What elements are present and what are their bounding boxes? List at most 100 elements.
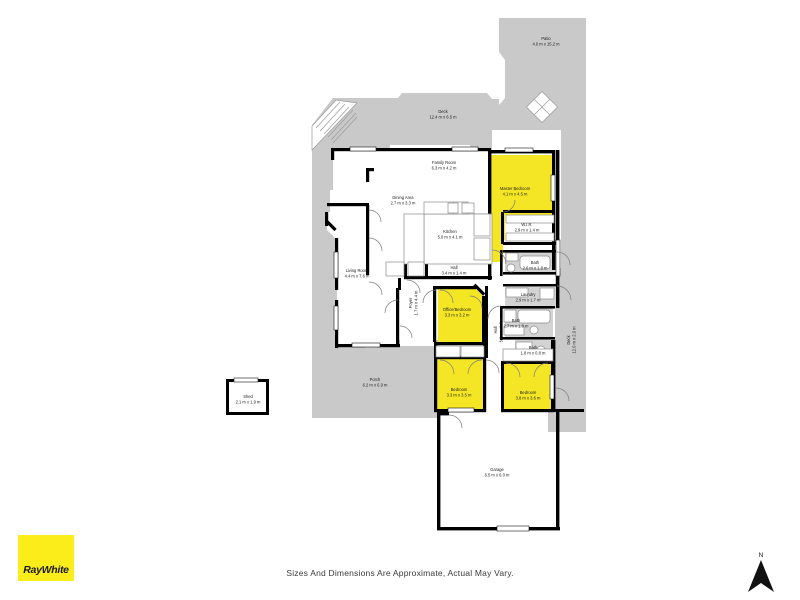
room-dimensions: 2.7 m x 3.3 m (391, 200, 416, 205)
wall-wir-left (501, 212, 504, 244)
door-hall-2 (422, 289, 437, 304)
door-ensuite (556, 251, 571, 266)
garage-floor (440, 435, 560, 530)
room-name: Hall (493, 326, 498, 333)
room-name: Shed (243, 394, 253, 399)
kitchen-fridge (473, 237, 491, 261)
room-dimensions: 12.0 m x 2.0 m (571, 326, 576, 354)
room-dimensions: 3.3 m x 3.2 m (445, 312, 470, 317)
room-name: Bath (512, 318, 521, 323)
window-living-left-2 (333, 305, 339, 331)
wall-foyer-right (433, 286, 437, 342)
room-dimensions: 4.0 m x 15.2 m (532, 41, 560, 46)
window-master-right (550, 174, 556, 202)
door-bed3-exit (555, 387, 570, 402)
wall-bath-ensuite-top (503, 250, 557, 253)
kitchen-upper-bench (423, 201, 469, 215)
wall-bed2-left (434, 342, 438, 412)
wall-bed3-top (501, 361, 554, 364)
wall-bed2-top (434, 356, 486, 360)
room-name: Patio (541, 36, 551, 41)
room-name: Porch (370, 377, 381, 382)
room-dimensions: 6.3 m x 4.2 m (432, 165, 457, 170)
wall-shed-top-left (226, 379, 234, 382)
window-bed3-right (549, 374, 555, 400)
room-name: Garage (490, 467, 504, 472)
room-dimensions: 3.8 m x 3.6 m (516, 395, 541, 400)
door-office-1 (439, 289, 454, 304)
room-name: Kitchen (443, 229, 457, 234)
wall-bath-main-bottom (501, 337, 555, 340)
office-bedroom-fill (438, 288, 484, 342)
window-master-top (504, 147, 534, 153)
wall-dining-bottom (327, 203, 369, 207)
wall-dining-jog-2 (366, 168, 374, 172)
room-dimensions: 2.7 m x 1.8 m (504, 323, 529, 328)
wall-shed-left (226, 379, 229, 415)
living-room-floor-b (337, 212, 397, 345)
deck-side-area (555, 268, 586, 432)
room-dimensions: 2.1 m x 1.9 m (236, 399, 261, 404)
fixtures-group (385, 201, 555, 362)
window-living-bottom (351, 342, 381, 348)
room-name: Bedroom (520, 390, 537, 395)
kitchen-bench-left (403, 213, 425, 265)
porch-area-lower (312, 340, 440, 418)
wall-outer-right-upper (556, 150, 560, 240)
room-dimensions: 12.4 m x 6.5 m (429, 114, 457, 119)
robe-wir-b (505, 232, 555, 242)
room-dimensions: 4.1 m x 4.5 m (503, 191, 528, 196)
door-master-1 (491, 249, 507, 265)
wall-outer-right-mid (556, 276, 560, 308)
robe-bed3 (502, 348, 554, 362)
room-label-wir: W.I.R.2.9 m x 1.4 m (515, 222, 540, 232)
north-arrow-icon (748, 560, 774, 592)
door-living-2 (368, 281, 383, 296)
laundry-tub (539, 287, 555, 300)
kitchen-cooktop (461, 202, 475, 214)
wall-family-left-upper (331, 148, 335, 160)
room-dimensions: 3.4 m x 1.4 m (442, 270, 467, 275)
room-dimensions: 6.5 m x 6.0 m (485, 472, 510, 477)
windows-group (233, 146, 561, 532)
hall-floor (404, 262, 509, 280)
wall-foyer-left (398, 278, 401, 290)
door-living-1 (368, 237, 383, 252)
room-name: Hall (450, 265, 457, 270)
wall-shed-right (266, 379, 269, 415)
wall-office-diag (473, 283, 486, 296)
door-bed3-2 (533, 362, 549, 378)
door-laundry (556, 285, 572, 301)
door-living-3 (384, 299, 399, 314)
room-name: Bath (529, 345, 538, 350)
master-bedroom-fill-b (490, 155, 554, 248)
door-bed2-1 (439, 359, 455, 375)
main-bath-vanity (503, 325, 525, 336)
window-family-1 (349, 146, 377, 152)
window-patio-right (555, 239, 561, 277)
door-office-2 (469, 295, 483, 309)
room-name: Office/Bedroom (443, 307, 472, 312)
wall-wir-bottom (503, 242, 557, 245)
wall-garage-top-left (437, 412, 449, 416)
room-dimensions: 2.6 m x 1.8 m (523, 265, 548, 270)
kitchen-pantry (473, 213, 491, 237)
brand-name: RayWhite (23, 564, 69, 576)
wall-living-bottom (335, 344, 365, 348)
wall-hall-seg2 (404, 258, 407, 278)
room-name: Master Bedroom (500, 186, 531, 191)
robe-wir (505, 214, 555, 224)
wall-hall-lower-left (485, 286, 488, 358)
room-dimensions: 5.0 m x 4.1 m (438, 234, 463, 239)
wall-garage-bottom-right (528, 527, 560, 531)
